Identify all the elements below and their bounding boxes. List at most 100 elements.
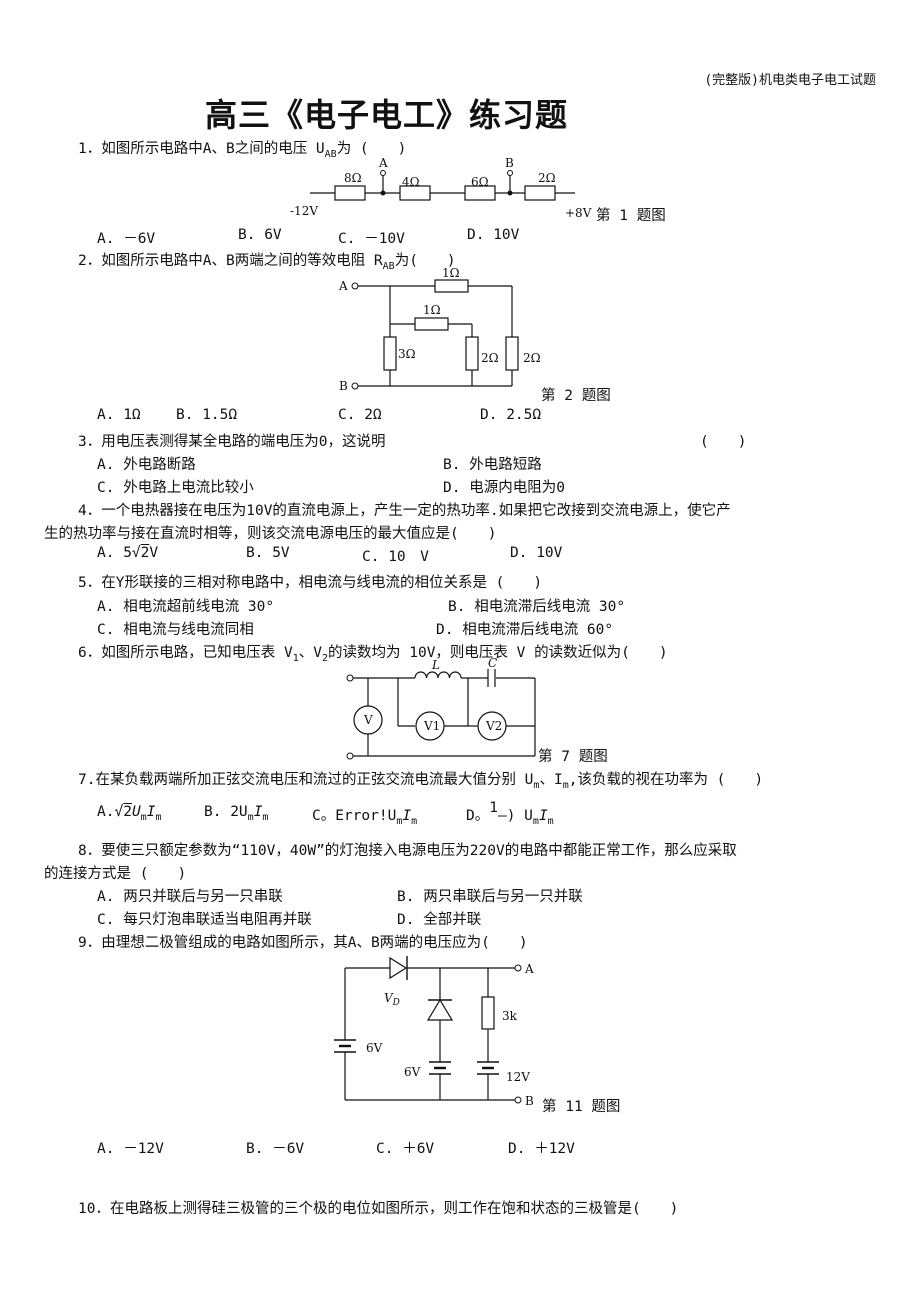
question-5-stem: 5．在Y形联接的三相对称电路中，相电流与线电流的相位关系是 ( ) bbox=[78, 575, 543, 591]
page-title: 高三《电子电工》练习题 bbox=[205, 96, 569, 134]
q8-option-d: D. 全部并联 bbox=[397, 912, 482, 928]
q7-a-sub-m2: m bbox=[155, 811, 162, 823]
fig9-node-a: A bbox=[524, 962, 534, 976]
q7-c-sub-m: m bbox=[396, 815, 403, 827]
q7-b-i: I bbox=[253, 804, 263, 820]
q7-c-sub-m2: m bbox=[411, 815, 418, 827]
question-9-stem: 9．由理想二极管组成的电路如图所示，其A、B两端的电压应为( ) bbox=[78, 935, 528, 951]
fig9-diode-label: VD bbox=[384, 991, 400, 1008]
fig9-source-2: 6V bbox=[404, 1065, 421, 1079]
q7-d-sub-m2: m bbox=[547, 815, 554, 827]
sqrt-sign: √ bbox=[131, 545, 141, 561]
fig9-diode-sub: D bbox=[392, 998, 400, 1008]
q7-option-d: D。1—) UmIm bbox=[466, 800, 554, 827]
q5-option-b: B. 相电流滞后线电流 30° bbox=[448, 599, 626, 615]
q1-sub: AB bbox=[324, 148, 337, 160]
fig6-meter-v1: V1 bbox=[423, 719, 440, 733]
q1-option-c: C. －10V bbox=[338, 231, 405, 247]
q4-a-radicand: 2 bbox=[140, 545, 150, 561]
q2-option-a: A. 1Ω bbox=[97, 407, 141, 423]
q7-d-i: I bbox=[538, 808, 548, 824]
q4-option-d: D. 10V bbox=[510, 545, 563, 561]
q1-text: 1．如图所示电路中A、B之间的电压 U bbox=[78, 141, 325, 157]
fig2-r2-label: 1Ω bbox=[423, 303, 441, 317]
q1-option-a: A. －6V bbox=[97, 231, 156, 247]
q8-option-b: B. 两只串联后与另一只并联 bbox=[397, 889, 583, 905]
q5-option-d: D. 相电流滞后线电流 60° bbox=[436, 622, 614, 638]
q4-a-unit: V bbox=[149, 545, 159, 561]
question-3-stem: 3．用电压表测得某全电路的端电压为0，这说明 bbox=[78, 434, 386, 450]
question-8-line-2: 的连接方式是 ( ) bbox=[44, 866, 187, 882]
q5-option-c: C. 相电流与线电流同相 bbox=[97, 622, 254, 638]
question-10-stem: 10．在电路板上测得硅三极管的三个极的电位如图所示，则工作在饱和状态的三极管是(… bbox=[78, 1201, 679, 1217]
q7-sub-1: m bbox=[533, 779, 540, 791]
question-7-stem: 7.在某负载两端所加正弦交流电压和流过的正弦交流电流最大值分别 Um、Im,该负… bbox=[78, 768, 763, 791]
q2-tail: 为( ) bbox=[394, 253, 456, 269]
fig1-node-b: B bbox=[505, 156, 514, 170]
fraction-bar: — bbox=[497, 808, 507, 824]
q4-option-a: A. 5√2V bbox=[97, 545, 158, 561]
q9-option-d: D. ＋12V bbox=[508, 1141, 575, 1157]
q5-option-a: A. 相电流超前线电流 30° bbox=[97, 599, 275, 615]
question-8-line-1: 8．要使三只额定参数为“110V，40W”的灯泡接入电源电压为220V的电路中都… bbox=[78, 843, 737, 859]
question-6-stem: 6．如图所示电路，已知电压表 V1、V2的读数均为 10V，则电压表 V 的读数… bbox=[78, 641, 668, 664]
q7-b-text: B. 2U bbox=[204, 804, 248, 820]
q1-option-b: B. 6V bbox=[238, 227, 282, 243]
q9-option-c: C. ＋6V bbox=[376, 1141, 435, 1157]
figure-1-caption: 第 1 题图 bbox=[596, 208, 666, 224]
q1-option-d: D. 10V bbox=[467, 227, 520, 243]
q7-d-sub-m: m bbox=[532, 815, 539, 827]
q2-option-b: B. 1.5Ω bbox=[176, 407, 238, 423]
q7-option-c: C。Error!UmIm bbox=[312, 804, 417, 827]
q7-a-radicand: 2 bbox=[123, 804, 132, 820]
q7-a-prefix: A. bbox=[97, 804, 115, 820]
q2-option-d: D. 2.5Ω bbox=[480, 407, 542, 423]
fig2-node-b: B bbox=[339, 379, 348, 393]
q7-d-tail: ) U bbox=[506, 808, 533, 824]
q7-d-prefix: D。 bbox=[466, 808, 490, 824]
q6-text-mid: 、V bbox=[298, 645, 322, 661]
q4-option-c: C. 10 V bbox=[362, 549, 429, 565]
q3-option-a: A. 外电路断路 bbox=[97, 457, 196, 473]
q7-option-a: A.√2UmIm bbox=[97, 804, 161, 823]
fig1-r2-label: 4Ω bbox=[402, 175, 420, 189]
fig2-r1-label: 1Ω bbox=[442, 266, 460, 280]
figure-2-circuit: A B 1Ω 1Ω 3Ω 2Ω 2Ω bbox=[338, 266, 541, 393]
q7-a-u: U bbox=[131, 804, 141, 820]
figure-1-circuit: 8Ω 4Ω 6Ω 2Ω A B -12V +8V bbox=[290, 156, 592, 220]
q2-option-c: C. 2Ω bbox=[338, 407, 382, 423]
figure-9-caption: 第 11 题图 bbox=[542, 1099, 621, 1115]
q7-c-text: C。Error!U bbox=[312, 808, 397, 824]
fig2-r4-label: 2Ω bbox=[481, 351, 499, 365]
fig1-node-a: A bbox=[378, 156, 388, 170]
q6-sub-1: 1 bbox=[292, 652, 299, 664]
question-2-stem: 2．如图所示电路中A、B两端之间的等效电阻 RAB为( ) bbox=[78, 249, 456, 272]
fig6-meter-v2: V2 bbox=[485, 719, 502, 733]
question-4-line-2: 生的热功率与接在直流时相等，则该交流电源电压的最大值应是( ) bbox=[44, 526, 497, 542]
q7-option-b: B. 2UmIm bbox=[204, 804, 268, 823]
fig9-source-3: 12V bbox=[506, 1070, 530, 1084]
figure-9-circuit: A B VD 3k 6V 6V 12V bbox=[334, 956, 534, 1108]
q7-d-fraction-numerator: 1 bbox=[489, 800, 498, 816]
question-1-stem: 1．如图所示电路中A、B之间的电压 UAB为 ( ) bbox=[78, 137, 406, 160]
q6-sub-2: 2 bbox=[321, 652, 328, 664]
fig1-r3-label: 6Ω bbox=[471, 175, 489, 189]
q7-text-b: ,该负载的视在功率为 ( ) bbox=[568, 772, 764, 788]
q9-option-b: B. －6V bbox=[246, 1141, 305, 1157]
q8-option-c: C. 每只灯泡串联适当电阻再并联 bbox=[97, 912, 312, 928]
fig2-r5-label: 2Ω bbox=[523, 351, 541, 365]
q8-option-a: A. 两只并联后与另一只串联 bbox=[97, 889, 283, 905]
q7-a-sub-m: m bbox=[140, 811, 147, 823]
fig9-resistor-label: 3k bbox=[502, 1009, 518, 1023]
document-header-tag: (完整版)机电类电子电工试题 bbox=[704, 73, 876, 88]
question-4-line-1: 4．一个电热器接在电压为10V的直流电源上，产生一定的热功率.如果把它改接到交流… bbox=[78, 503, 731, 519]
q7-sub-2: m bbox=[562, 779, 569, 791]
fig1-right-voltage: +8V bbox=[565, 206, 592, 220]
fig9-node-b: B bbox=[525, 1094, 534, 1108]
fig6-capacitor-label: C bbox=[488, 656, 497, 670]
q7-text-mid: 、I bbox=[539, 772, 563, 788]
sqrt-sign: √ bbox=[114, 804, 124, 820]
q3-answer-bracket: ( ) bbox=[700, 434, 747, 450]
fig6-meter-v: V bbox=[363, 713, 373, 727]
fig6-inductor-label: L bbox=[431, 658, 440, 672]
